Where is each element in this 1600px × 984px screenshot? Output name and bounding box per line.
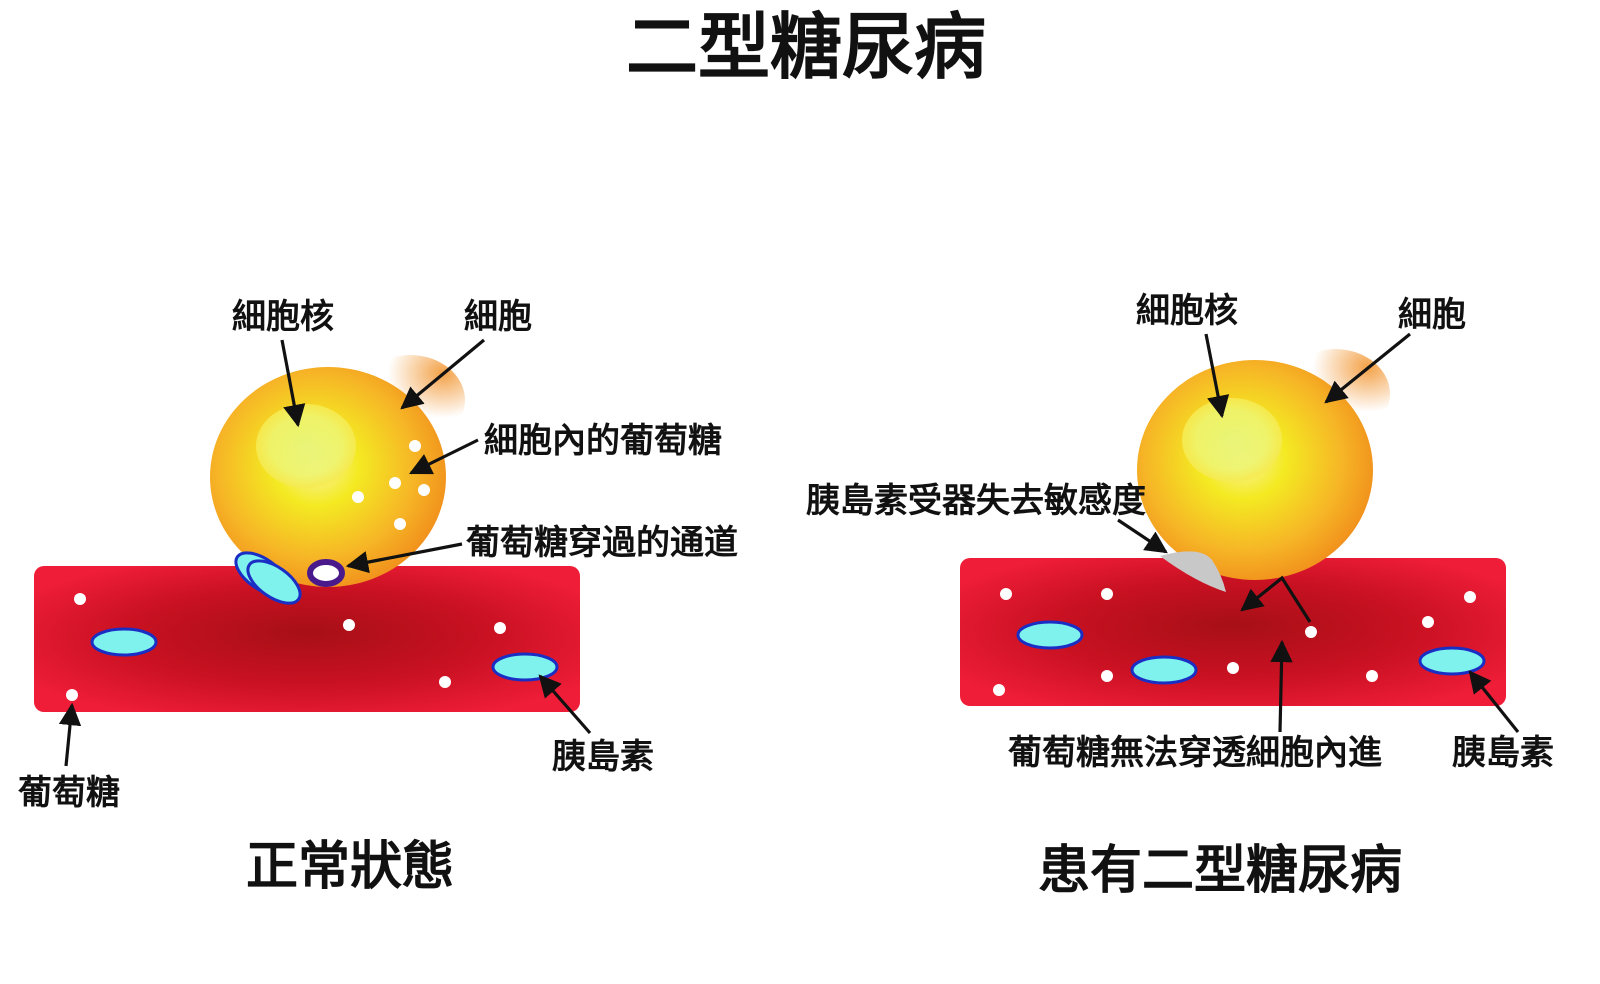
glucose-in-cell [352,440,430,530]
arrow-insulin [538,674,592,735]
label-nucleus: 細胞核 [232,297,334,337]
label-glucose: 葡萄糖 [18,773,120,813]
arrow-cell [400,338,486,410]
page-title: 二型糖尿病 [626,5,986,89]
insulin-molecule [1418,646,1486,676]
arrow-channel [345,542,463,574]
glucose-in-blood [993,588,1476,696]
label-insulin: 胰島素 [1452,733,1554,773]
cell [1137,349,1390,580]
arrow-nucleus [280,339,306,428]
arrow-glucose-in-cell [408,438,479,475]
label-receptor-insensitive: 胰島素受器失去敏感度 [806,481,1146,521]
arrow-receptor [1117,518,1168,554]
insulin-molecule [1130,655,1198,685]
insulin-molecule [491,652,559,682]
arrow-nucleus [1204,333,1230,419]
arrow-blocked [1240,575,1312,623]
insulin-molecule [90,627,158,657]
insulin-receptor [234,551,302,605]
label-cell: 細胞 [464,297,532,337]
panel-diabetic: 細胞核 細胞 胰島素受器失去敏感度 葡萄糖無法穿透細胞內進 胰島素 患有二型糖尿… [806,291,1554,901]
insensitive-receptor [1160,551,1226,592]
blood-vessel [960,558,1506,706]
glucose-channel [307,559,345,587]
panel-normal: 細胞核 細胞 細胞內的葡萄糖 葡萄糖穿過的通道 葡萄糖 胰島素 正常狀態 [18,297,738,897]
glucose-in-blood [66,593,506,701]
insulin-molecule [1016,620,1084,650]
caption-normal: 正常狀態 [246,837,454,897]
blood-vessel [34,566,580,712]
label-channel: 葡萄糖穿過的通道 [466,523,738,563]
cell-nucleus [256,404,356,488]
arrow-glucose [58,702,82,767]
label-insulin: 胰島素 [552,737,654,777]
label-glucose-in-cell: 細胞內的葡萄糖 [484,421,722,461]
label-nucleus: 細胞核 [1136,291,1238,331]
arrow-cell [1324,332,1412,404]
arrow-glucose-blocked [1270,639,1293,733]
cell-nucleus [1182,398,1282,482]
label-cell: 細胞 [1398,295,1466,335]
label-glucose-blocked: 葡萄糖無法穿透細胞內進 [1008,733,1382,773]
caption-diabetic: 患有二型糖尿病 [1038,841,1402,901]
arrow-insulin [1468,670,1520,733]
